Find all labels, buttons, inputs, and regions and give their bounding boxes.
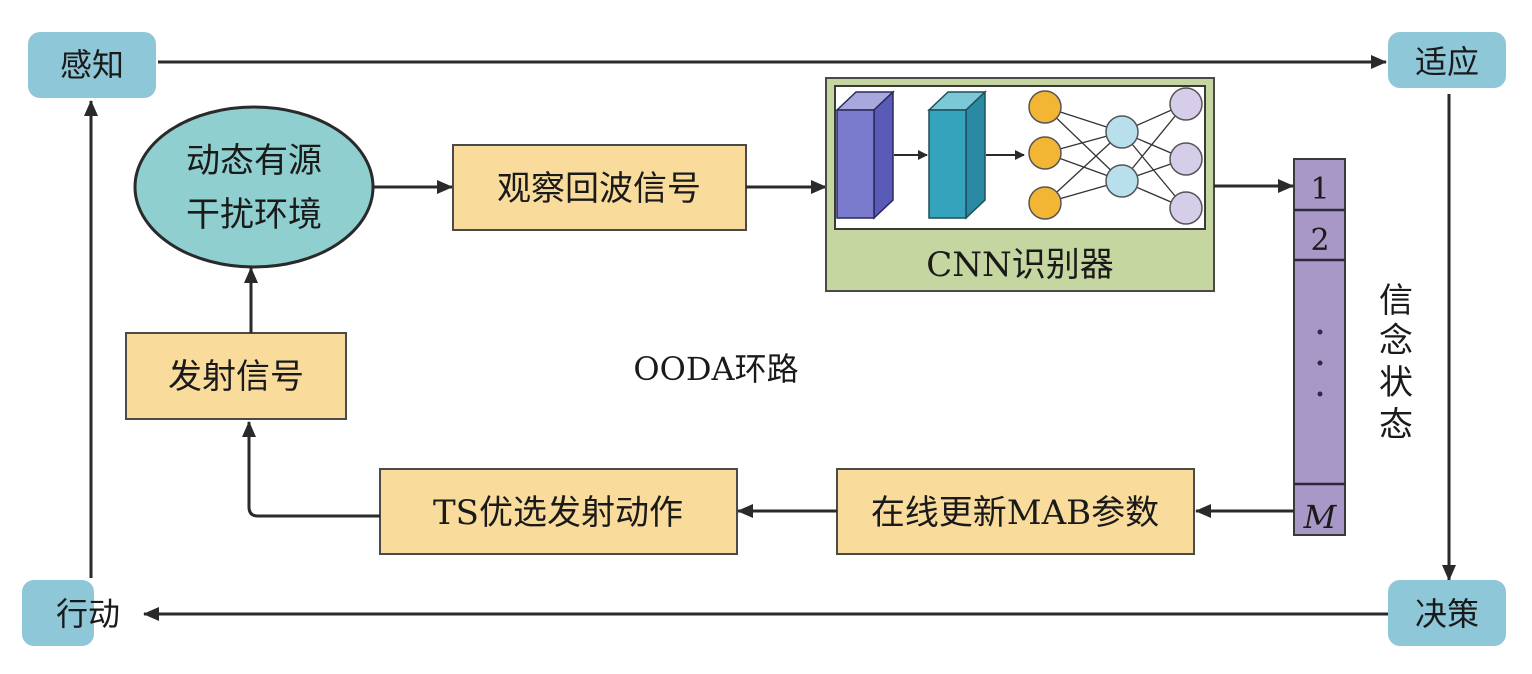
corner-decide: 决策	[1388, 580, 1506, 646]
ts-select-action-node: TS优选发射动作	[379, 468, 738, 555]
corner-perceive: 感知	[28, 32, 156, 98]
transmit-signal-label: 发射信号	[168, 357, 304, 397]
belief-state-label: 信 念 状 态	[1379, 281, 1413, 445]
input-neuron-icon	[1028, 136, 1062, 170]
environment-label-line1: 动态有源	[186, 141, 322, 181]
ooda-loop-title: OODA环路	[633, 350, 798, 388]
corner-adapt-label: 适应	[1415, 43, 1479, 81]
observe-echo-node: 观察回波信号	[452, 144, 747, 231]
ellipsis-dot	[1317, 329, 1323, 335]
arrow-ts-to-transmit	[242, 421, 380, 518]
ellipsis-dot	[1317, 391, 1323, 397]
output-neuron-icon	[1169, 191, 1203, 225]
corner-act: 行动	[22, 580, 120, 646]
corner-act-label: 行动	[56, 595, 120, 633]
belief-label-char: 念	[1379, 321, 1413, 361]
conv-layer-2-icon	[927, 90, 987, 220]
input-neuron-icon	[1028, 186, 1062, 220]
conv-layer-1-icon	[835, 90, 895, 220]
belief-state-vector: 1 2 M	[1293, 158, 1346, 536]
environment-node: 动态有源 干扰环境	[133, 105, 375, 269]
environment-label-line2: 干扰环境	[186, 195, 322, 235]
corner-adapt: 适应	[1388, 32, 1506, 88]
hidden-neuron-icon	[1105, 164, 1139, 198]
belief-cell-1: 1	[1310, 172, 1329, 207]
belief-cell-2: 2	[1310, 223, 1329, 258]
output-neuron-icon	[1169, 87, 1203, 121]
ts-select-action-label: TS优选发射动作	[433, 493, 683, 533]
ellipsis-dot	[1317, 360, 1323, 366]
update-mab-label: 在线更新MAB参数	[871, 493, 1159, 533]
observe-echo-label: 观察回波信号	[497, 169, 701, 209]
cnn-recognizer-node: CNN识别器	[825, 77, 1215, 292]
update-mab-node: 在线更新MAB参数	[836, 468, 1195, 555]
hidden-neuron-icon	[1105, 115, 1139, 149]
belief-label-char: 信	[1379, 281, 1413, 321]
corner-perceive-label: 感知	[60, 46, 124, 84]
corner-decide-label: 决策	[1415, 595, 1479, 633]
belief-cell-m: M	[1303, 498, 1338, 536]
belief-label-char: 状	[1379, 363, 1413, 403]
input-neuron-icon	[1028, 90, 1062, 124]
belief-label-char: 态	[1379, 405, 1413, 445]
transmit-signal-node: 发射信号	[125, 332, 347, 420]
cnn-recognizer-label: CNN识别器	[926, 245, 1114, 285]
output-neuron-icon	[1169, 142, 1203, 176]
